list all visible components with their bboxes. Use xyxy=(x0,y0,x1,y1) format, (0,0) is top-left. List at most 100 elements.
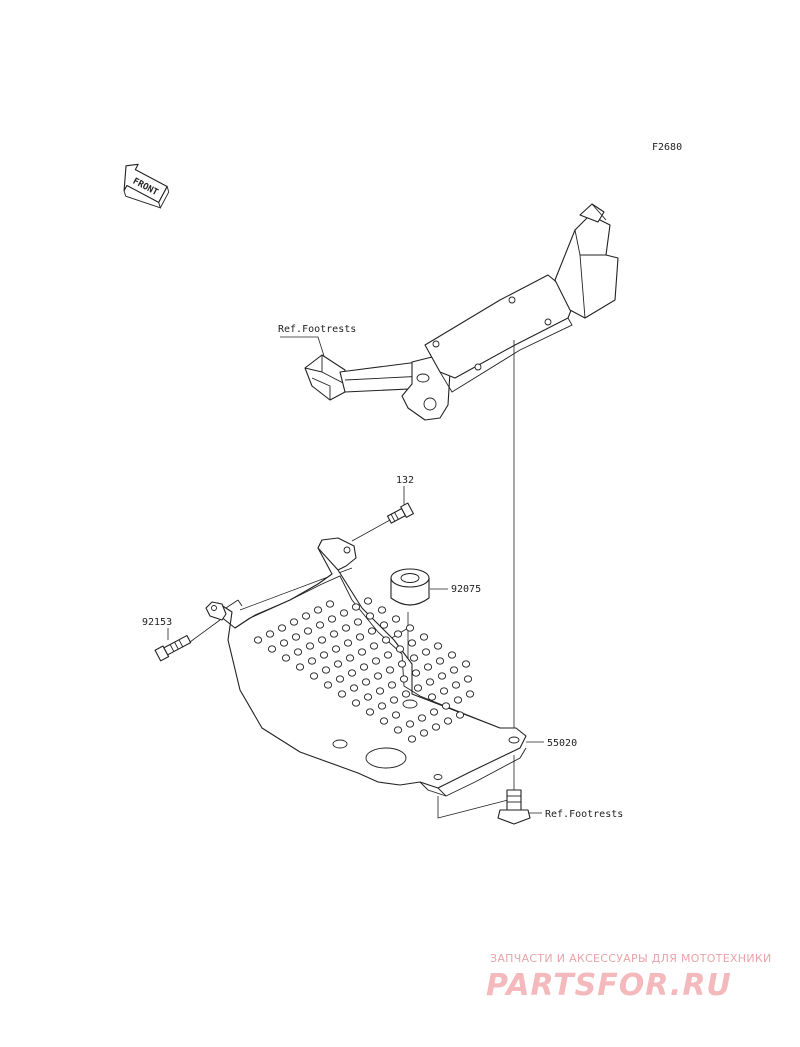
perforation-hole xyxy=(389,696,399,704)
callout-ref-footrests-bottom: Ref.Footrests xyxy=(545,809,623,820)
perforation-hole xyxy=(383,651,393,659)
perforation-hole xyxy=(431,723,441,731)
perforation-hole xyxy=(381,636,391,644)
perforation-hole xyxy=(447,651,457,659)
perforation-hole xyxy=(367,627,377,635)
perforation-hole xyxy=(393,726,403,734)
perforation-hole xyxy=(321,666,331,674)
perforation-hole xyxy=(417,714,427,722)
perforation-hole xyxy=(289,618,299,626)
perforation-hole xyxy=(433,642,443,650)
perforation-hole xyxy=(423,663,433,671)
perforation-hole xyxy=(443,717,453,725)
perforation-hole xyxy=(429,708,439,716)
perforation-hole xyxy=(355,633,365,641)
perforation-hole xyxy=(451,681,461,689)
perforation-hole xyxy=(329,630,339,638)
bolt-bottom xyxy=(497,789,531,825)
perforation-hole xyxy=(337,690,347,698)
perforation-hole xyxy=(449,666,459,674)
perforation-hole xyxy=(317,636,327,644)
perforation-hole xyxy=(279,639,289,647)
perforation-hole xyxy=(371,657,381,665)
perforation-hole xyxy=(393,630,403,638)
perforation-hole xyxy=(439,687,449,695)
leader-guard-bottom xyxy=(437,796,509,819)
perforation-hole xyxy=(375,687,385,695)
perforation-hole xyxy=(363,597,373,605)
watermark-logo: PARTSFOR.RU xyxy=(486,968,732,1003)
perforation-hole xyxy=(343,639,353,647)
perforation-hole xyxy=(345,654,355,662)
perforation-hole xyxy=(253,636,263,644)
perforation-hole xyxy=(463,675,473,683)
perforation-hole xyxy=(373,672,383,680)
perforation-hole xyxy=(359,663,369,671)
frame-bracket xyxy=(304,203,619,421)
perforation-hole xyxy=(351,603,361,611)
perforation-hole xyxy=(353,618,363,626)
perforation-hole xyxy=(425,678,435,686)
guard-55020 xyxy=(205,537,527,797)
perforation-hole xyxy=(339,609,349,617)
perforation-hole xyxy=(395,645,405,653)
perforation-hole xyxy=(305,642,315,650)
perforation-hole xyxy=(295,663,305,671)
perforation-hole xyxy=(281,654,291,662)
perforation-hole xyxy=(331,645,341,653)
perforation-hole xyxy=(405,624,415,632)
leader-92153-b xyxy=(189,619,221,643)
callout-92075: 92075 xyxy=(451,584,481,595)
leader-132-b xyxy=(351,519,391,542)
perforation-hole xyxy=(267,645,277,653)
perforation-hole xyxy=(313,606,323,614)
perforation-hole xyxy=(369,642,379,650)
perforation-hole xyxy=(385,666,395,674)
perforation-hole xyxy=(387,681,397,689)
perforation-hole xyxy=(325,600,335,608)
perforation-hole xyxy=(377,702,387,710)
perforation-hole xyxy=(323,681,333,689)
perforation-hole xyxy=(333,660,343,668)
perforation-hole xyxy=(441,702,451,710)
diagram-code: F2680 xyxy=(652,142,682,153)
perforation-hole xyxy=(437,672,447,680)
perforation-hole xyxy=(397,660,407,668)
perforation-hole xyxy=(379,717,389,725)
perforation-hole xyxy=(379,621,389,629)
perforation-hole xyxy=(341,624,351,632)
perforation-hole xyxy=(303,627,313,635)
perforation-hole xyxy=(453,696,463,704)
perforation-hole xyxy=(407,639,417,647)
callout-ref-footrests-top: Ref.Footrests xyxy=(278,324,356,335)
perforation-hole xyxy=(409,654,419,662)
perforation-hole xyxy=(465,690,475,698)
perforation-hole xyxy=(391,711,401,719)
perforation-hole xyxy=(419,633,429,641)
perforation-hole xyxy=(357,648,367,656)
perforation-hole xyxy=(401,690,411,698)
bolt-132 xyxy=(386,502,414,524)
perforation-hole xyxy=(411,669,421,677)
callout-132: 132 xyxy=(396,475,414,486)
perforation-hole xyxy=(391,615,401,623)
watermark-tagline: ЗАПЧАСТИ И АКСЕССУАРЫ ДЛЯ МОТОТЕХНИКИ xyxy=(490,952,772,965)
perforation-hole xyxy=(327,615,337,623)
leader-ref-top xyxy=(280,336,325,357)
perforation-hole xyxy=(319,651,329,659)
perforation-hole xyxy=(421,648,431,656)
guard-perforations xyxy=(253,597,475,743)
perforation-hole xyxy=(315,621,325,629)
perforation-hole xyxy=(365,612,375,620)
perforation-hole xyxy=(301,612,311,620)
perforation-hole xyxy=(377,606,387,614)
perforation-hole xyxy=(407,735,417,743)
perforation-hole xyxy=(455,711,465,719)
perforation-hole xyxy=(427,693,437,701)
front-arrow-icon: FRONT xyxy=(123,163,170,209)
perforation-hole xyxy=(435,657,445,665)
perforation-hole xyxy=(335,675,345,683)
perforation-hole xyxy=(291,633,301,641)
perforation-hole xyxy=(351,699,361,707)
